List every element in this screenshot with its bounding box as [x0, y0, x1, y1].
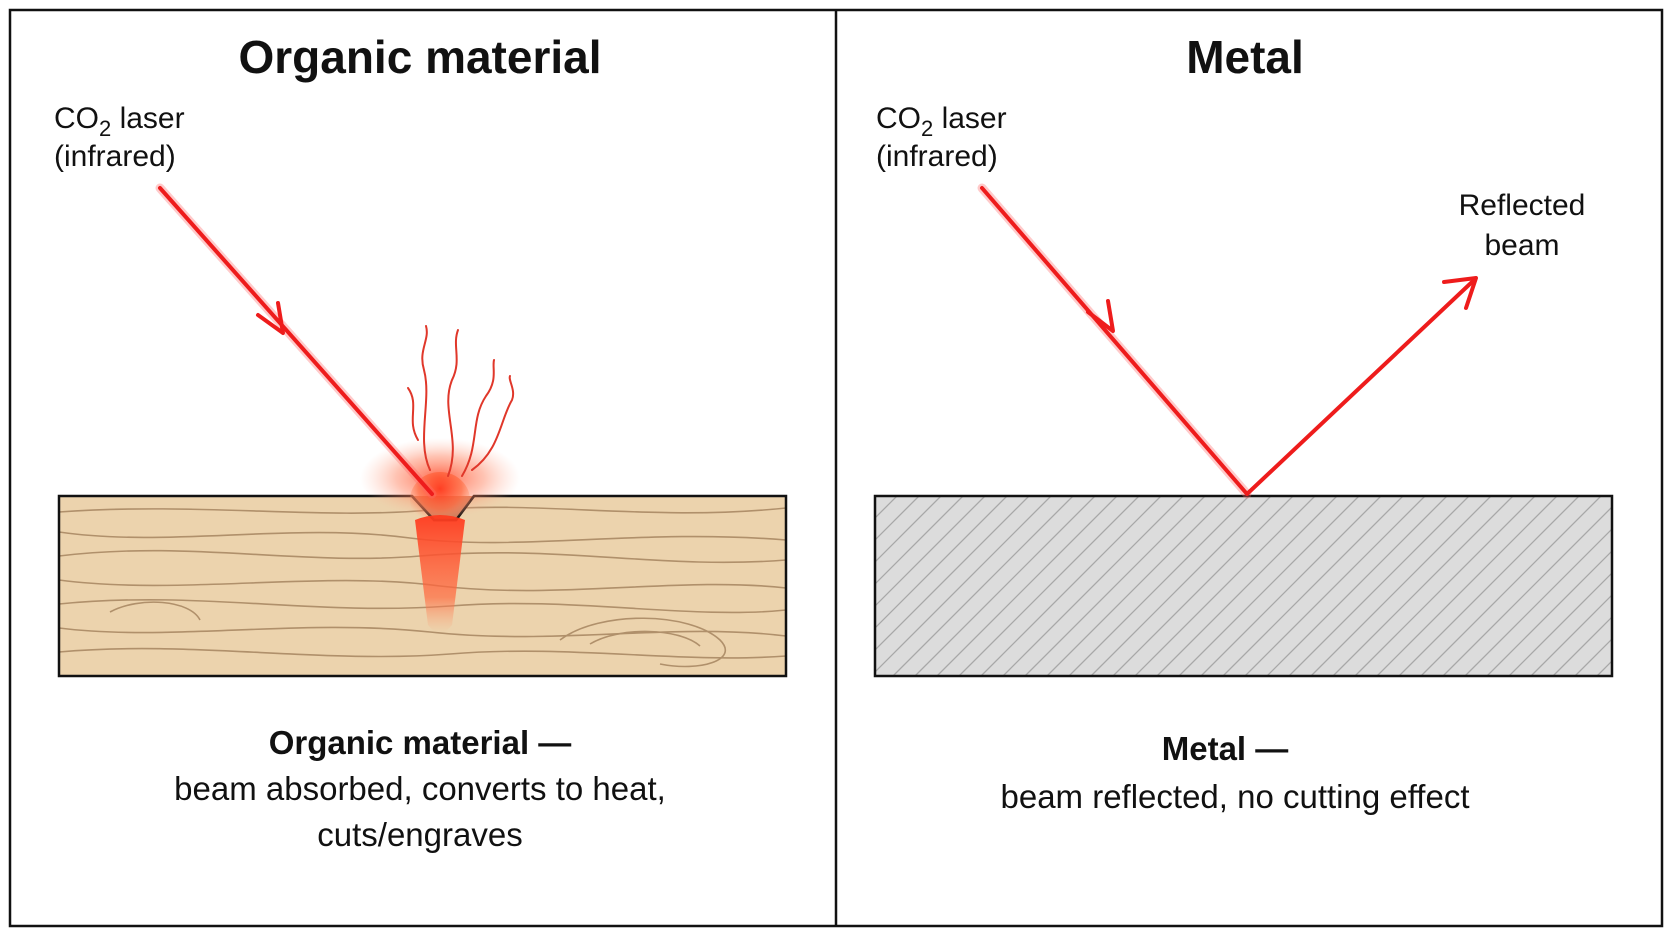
metal-hatch-line [1398, 496, 1580, 676]
right-caption-line1: beam reflected, no cutting effect [1000, 778, 1469, 815]
metal-hatch-line [875, 496, 920, 541]
svg-text:beam: beam [1484, 229, 1559, 262]
metal-hatch-line [1134, 496, 1316, 676]
right-panel: Metal CO2 laser (infrared) Reflected bea… [873, 31, 1672, 815]
reflected-beam-label: Reflected beam [1459, 189, 1586, 262]
metal-hatch-line [875, 496, 986, 607]
reflected-beam-arrowhead [1442, 276, 1478, 310]
burn-glow [360, 438, 520, 633]
metal-hatch-line [958, 496, 1140, 676]
left-panel-title: Organic material [238, 31, 601, 83]
right-beam-arrowhead [1086, 299, 1115, 333]
metal-hatch-line [1354, 496, 1536, 676]
left-beam-arrowhead [256, 301, 285, 335]
svg-text:(infrared): (infrared) [876, 140, 998, 173]
metal-hatch-line [1178, 496, 1360, 676]
right-caption-title: Metal — [1162, 730, 1289, 767]
metal-hatch-line [875, 496, 1030, 651]
metal-block [873, 494, 1672, 678]
metal-hatch-line [875, 496, 964, 585]
metal-hatch-line [1046, 496, 1228, 676]
metal-hatch-line [914, 496, 1096, 676]
right-laser-label: CO2 laser (infrared) [876, 102, 1007, 173]
metal-hatch-line [1486, 550, 1612, 676]
right-panel-title: Metal [1186, 31, 1304, 83]
metal-hatch-line [1112, 496, 1294, 676]
metal-hatch-line [1266, 496, 1448, 676]
metal-hatch-line [1222, 496, 1404, 676]
metal-hatch-line [1244, 496, 1426, 676]
left-caption-title: Organic material — [269, 724, 572, 761]
reflected-beam [1245, 276, 1478, 496]
metal-hatch-line [1552, 616, 1612, 676]
svg-text:(infrared): (infrared) [54, 140, 176, 173]
svg-text:CO2 laser: CO2 laser [54, 102, 185, 141]
left-caption-line1: beam absorbed, converts to heat, [174, 770, 666, 807]
metal-hatch-line [980, 496, 1162, 676]
metal-hatch-line [1663, 496, 1672, 676]
metal-hatch-line [1574, 638, 1612, 676]
metal-hatch-line [1090, 496, 1272, 676]
right-laser-beam [977, 183, 1252, 499]
left-laser-beam [155, 183, 437, 499]
metal-hatch-line [875, 496, 942, 563]
metal-hatch-line [1641, 496, 1672, 676]
metal-hatch-line [1024, 496, 1206, 676]
metal-hatch-line [1332, 496, 1514, 676]
metal-hatch-line [1619, 496, 1672, 676]
svg-text:Reflected: Reflected [1459, 189, 1586, 222]
metal-hatch-line [892, 496, 1074, 676]
metal-hatch-line [936, 496, 1118, 676]
metal-hatch-line [875, 496, 1008, 629]
metal-hatch-line [1200, 496, 1382, 676]
metal-hatch-line [1376, 496, 1558, 676]
metal-hatch-line [1530, 594, 1612, 676]
metal-hatch-line [1156, 496, 1338, 676]
metal-hatch-line [1442, 506, 1612, 676]
metal-hatch-line [1464, 528, 1612, 676]
metal-hatch-line [1310, 496, 1492, 676]
left-laser-label: CO2 laser (infrared) [54, 102, 185, 173]
metal-hatch-line [1508, 572, 1612, 676]
svg-text:CO2 laser: CO2 laser [876, 102, 1007, 141]
left-caption-line2: cuts/engraves [317, 816, 522, 853]
metal-hatch-line [1002, 496, 1184, 676]
metal-hatch-line [875, 496, 1052, 673]
metal-hatch-line [1068, 496, 1250, 676]
heat-wisps [407, 325, 515, 477]
left-panel: Organic material CO2 laser (infrared) [54, 31, 788, 853]
metal-hatch-line [1288, 496, 1470, 676]
metal-hatch-line [1420, 496, 1602, 676]
